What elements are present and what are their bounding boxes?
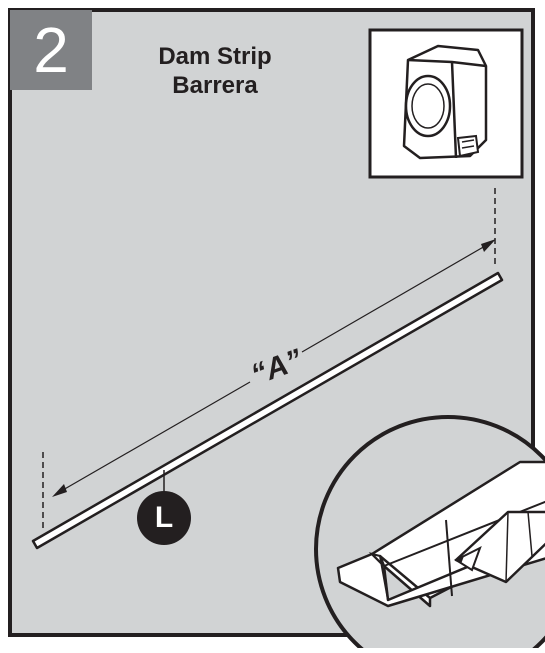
- title-english: Dam Strip: [158, 43, 272, 70]
- callout-letter: L: [154, 501, 174, 534]
- tape-measure-icon: [368, 28, 524, 179]
- title-spanish: Barrera: [172, 72, 258, 99]
- dimension-line: [52, 239, 496, 497]
- dam-strip: [31, 271, 504, 550]
- step-title: Dam Strip Barrera: [120, 42, 310, 100]
- magnified-dam-strip-detail: [314, 415, 545, 653]
- callout-bubble: [137, 491, 191, 545]
- step-number-badge: 2: [10, 10, 92, 90]
